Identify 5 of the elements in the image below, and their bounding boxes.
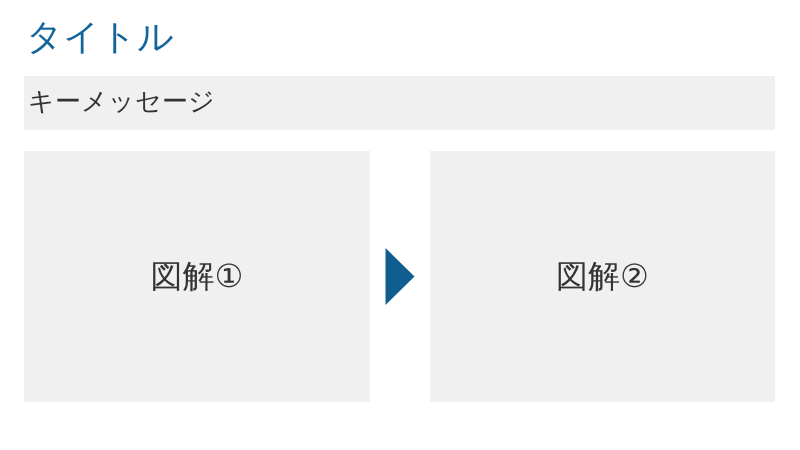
arrow-triangle	[386, 248, 414, 305]
panel-label: 図解①	[150, 257, 244, 296]
key-message-text: キーメッセージ	[28, 87, 215, 119]
slide-title: タイトル	[26, 16, 174, 60]
panel-label: 図解②	[556, 257, 649, 296]
